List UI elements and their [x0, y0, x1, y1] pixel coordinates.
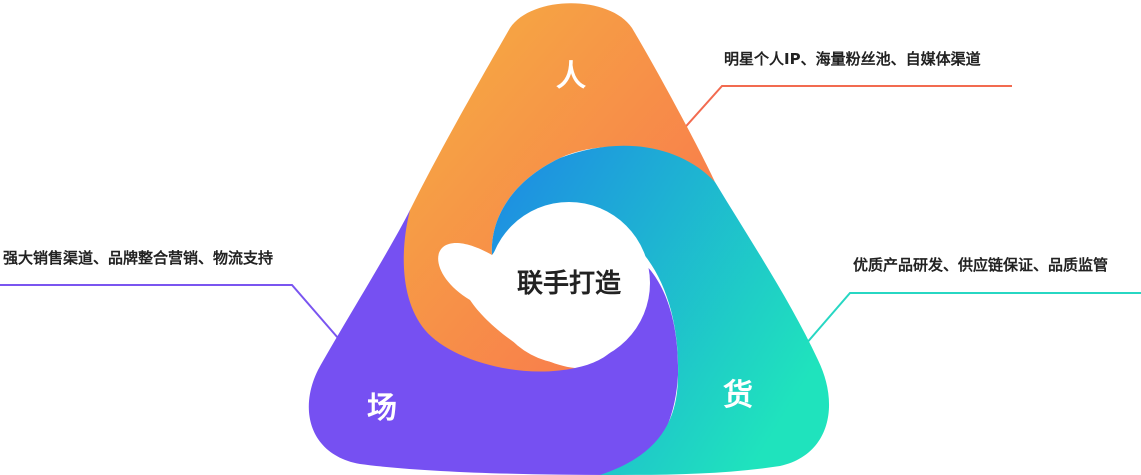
- goods-description: 优质产品研发、供应链保证、品质监管: [853, 256, 1108, 274]
- people-label: 人: [556, 59, 586, 94]
- center-label: 联手打造: [517, 269, 621, 299]
- center-circle: [488, 202, 650, 364]
- people-segment: [403, 3, 715, 372]
- goods-segment: [491, 145, 830, 475]
- goods-leader-line: [804, 292, 1141, 346]
- people-leader-line: [679, 85, 1012, 134]
- goods-label: 货: [723, 378, 753, 413]
- place-leader-line: [0, 284, 339, 339]
- place-segment: [308, 210, 679, 475]
- place-description: 强大销售渠道、品牌整合营销、物流支持: [3, 249, 273, 267]
- people-description: 明星个人IP、海量粉丝池、自媒体渠道: [724, 50, 981, 68]
- place-label: 场: [367, 391, 397, 426]
